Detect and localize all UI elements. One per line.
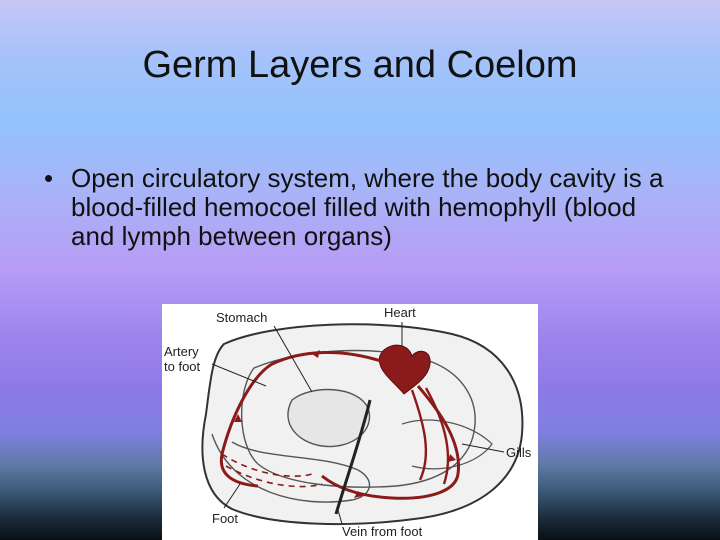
bullet-item: • Open circulatory system, where the bod… [44, 164, 664, 251]
bullet-marker: • [44, 163, 54, 193]
flow-arrow [354, 491, 362, 498]
circulatory-diagram: Stomach Heart Artery to foot Gills Foot … [162, 304, 538, 540]
vessel-vein-from-foot [334, 399, 372, 515]
vessel-foot-sinus [221, 453, 323, 488]
flow-arrow [448, 454, 456, 462]
heart-shape [378, 344, 431, 395]
label-stomach: Stomach [216, 310, 267, 325]
label-artery-line2: to foot [164, 359, 201, 374]
label-heart: Heart [384, 305, 416, 320]
stomach-outline [287, 388, 371, 448]
gill-outline [401, 419, 493, 470]
circulatory-diagram-svg: Stomach Heart Artery to foot Gills Foot … [164, 305, 532, 539]
vessel-gill-loop [410, 387, 450, 485]
leader-vein [337, 509, 343, 525]
leader-gills [461, 443, 505, 453]
flow-arrow [234, 414, 242, 422]
label-vein: Vein from foot [342, 524, 423, 539]
label-foot: Foot [212, 511, 238, 526]
slide-title: Germ Layers and Coelom [142, 44, 578, 86]
leader-artery [211, 363, 267, 387]
vessel-artery [219, 350, 385, 488]
leader-foot [223, 483, 241, 509]
leader-stomach [273, 325, 313, 393]
label-artery-line1: Artery [164, 344, 199, 359]
bullet-text: Open circulatory system, where the body … [71, 163, 664, 251]
label-gills: Gills [506, 445, 532, 460]
flow-arrow [312, 350, 320, 358]
vessel-vein [321, 385, 461, 500]
